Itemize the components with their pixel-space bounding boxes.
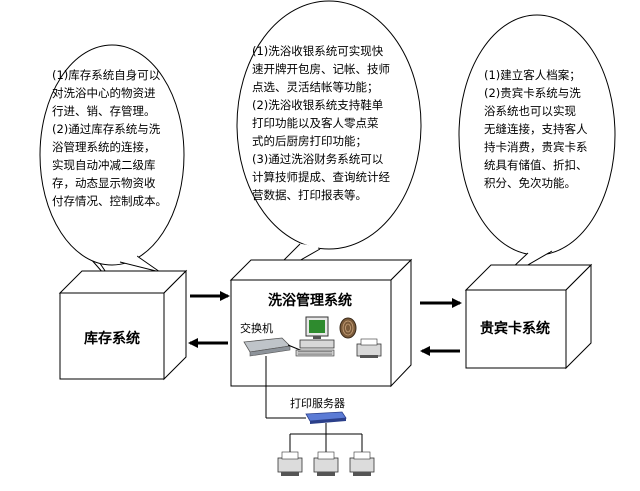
right-bubble-text: (1)建立客人档案； (2)贵宾卡系统与洗 浴系统也可以实现 无缝连接，支持客人…: [484, 66, 588, 192]
text-line: (1)库存系统自身可以: [52, 68, 161, 82]
text-line: 实现自动冲减二级库: [52, 158, 156, 172]
printer-icon: [313, 451, 339, 476]
print-server-label: 打印服务器: [290, 397, 345, 410]
fingerprint-reader-icon: [339, 317, 357, 339]
computer-icon: [295, 316, 335, 357]
text-line: 持卡消费，贵宾卡系: [484, 140, 588, 154]
inventory-system-label: 库存系统: [84, 331, 140, 347]
text-line: (3)通过洗浴财务系统可以: [252, 152, 384, 166]
switch-icon: [243, 337, 291, 357]
text-line: 式的后厨房打印功能；: [252, 134, 367, 148]
text-line: 速开牌开包房、记帐、技师: [252, 62, 390, 76]
printer-icon: [349, 451, 375, 476]
left-bubble-text: (1)库存系统自身可以 对洗浴中心的物资进 行进、销、存管理。 (2)通过库存系…: [52, 66, 167, 210]
text-line: (1)建立客人档案；: [484, 68, 581, 82]
text-line: 存，动态显示物资收: [52, 176, 156, 190]
text-line: 付存情况、控制成本。: [52, 194, 167, 208]
text-line: 打印功能以及客人零点菜: [252, 116, 379, 130]
text-line: 计算技师提成、查询统计经: [252, 170, 390, 184]
text-line: 统具有储值、折扣、: [484, 158, 588, 172]
vip-card-box: [464, 263, 593, 370]
text-line: 行进、销、存管理。: [52, 104, 156, 118]
center-bubble-text: (1)洗浴收银系统可实现快 速开牌开包房、记帐、技师 点选、灵活结帐等功能； (…: [252, 42, 390, 204]
text-line: (2)洗浴收银系统支持鞋单: [252, 98, 384, 112]
text-line: 无缝连接，支持客人: [484, 122, 588, 136]
bath-management-label: 洗浴管理系统: [268, 293, 352, 309]
text-line: 营数据、打印报表等。: [252, 188, 367, 202]
print-server-icon: [305, 411, 347, 424]
text-line: (1)洗浴收银系统可实现快: [252, 44, 384, 58]
text-line: 浴管理系统的连接，: [52, 140, 156, 154]
text-line: 对洗浴中心的物资进: [52, 86, 156, 100]
inventory-system-box: [58, 269, 188, 381]
text-line: (2)通过库存系统与洗: [52, 122, 161, 136]
text-line: 浴系统也可以实现: [484, 104, 576, 118]
vip-card-system-label: 贵宾卡系统: [480, 321, 550, 337]
text-line: 点选、灵活结帐等功能；: [252, 80, 379, 94]
receipt-printer-icon: [356, 338, 382, 358]
text-line: 积分、免次功能。: [484, 176, 576, 190]
printer-icon: [277, 451, 303, 476]
switch-label: 交换机: [240, 322, 273, 335]
text-line: (2)贵宾卡系统与洗: [484, 86, 581, 100]
